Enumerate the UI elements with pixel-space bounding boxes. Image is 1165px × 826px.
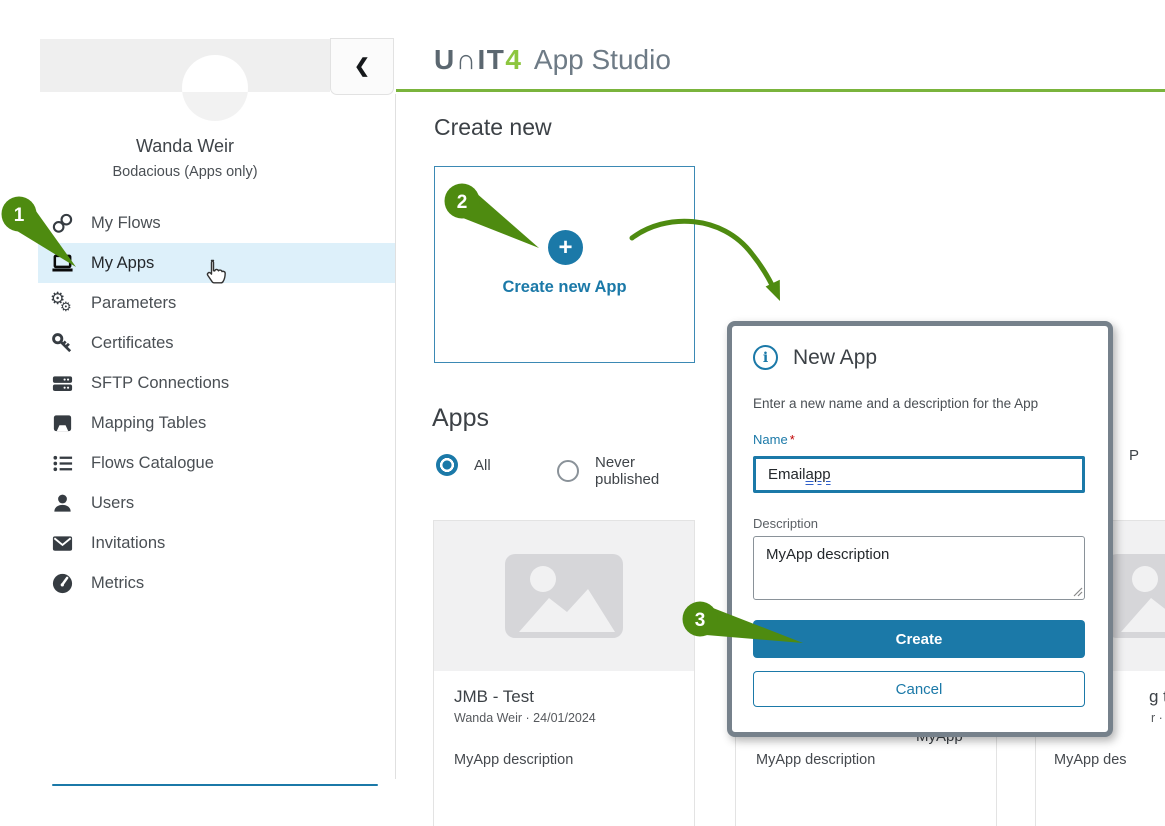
sidebar-item-mapping-tables[interactable]: Mapping Tables: [38, 403, 395, 443]
gauge-icon: [51, 572, 74, 595]
chevron-left-icon: ❮: [354, 56, 370, 77]
app-card-description: MyApp description: [454, 752, 574, 768]
create-new-heading: Create new: [434, 114, 552, 140]
app-card-meta-fragment: r ·: [1151, 711, 1163, 725]
user-icon: [51, 492, 74, 515]
description-field-label: Description: [753, 516, 819, 531]
app-card-description: MyApp des: [1054, 752, 1127, 768]
header-divider: [396, 89, 1165, 92]
sidebar-item-label: Parameters: [91, 293, 177, 312]
sidebar-item-label: My Flows: [91, 213, 161, 232]
sidebar-item-my-flows[interactable]: My Flows: [38, 203, 395, 243]
avatar[interactable]: [182, 55, 248, 121]
image-placeholder-icon: [505, 554, 623, 638]
app-card-meta: Wanda Weir · 24/01/2024: [454, 711, 596, 725]
server-icon: [51, 372, 74, 395]
app-thumbnail-placeholder: [434, 521, 694, 671]
logo-brand-text: U∩IT: [434, 44, 506, 75]
radio-selected-icon[interactable]: [436, 454, 458, 476]
sidebar-item-label: My Apps: [91, 253, 155, 272]
dialog-title: New App: [793, 345, 878, 369]
gears-icon: ⚙⚙: [50, 288, 72, 314]
name-field-label: Name*: [753, 432, 795, 447]
filter-all[interactable]: All: [436, 454, 491, 476]
create-button[interactable]: Create: [753, 620, 1085, 658]
sidebar-item-users[interactable]: Users: [38, 483, 395, 523]
description-textarea[interactable]: MyApp description: [753, 536, 1085, 600]
svg-text:3: 3: [695, 610, 706, 631]
new-app-dialog: i New App Enter a new name and a descrip…: [727, 321, 1113, 737]
sidebar-item-certificates[interactable]: Certificates: [38, 323, 395, 363]
key-icon: [51, 332, 74, 355]
app-card-title-fragment: g t: [1149, 687, 1165, 706]
apps-heading: Apps: [432, 404, 489, 432]
sidebar-bottom-accent: [52, 784, 378, 786]
sidebar-item-label: SFTP Connections: [91, 373, 230, 392]
spellcheck-underlined-word: app: [805, 466, 831, 483]
logo-four: 4: [505, 44, 521, 75]
sidebar-item-parameters[interactable]: ⚙⚙ Parameters: [38, 283, 395, 323]
plus-icon[interactable]: +: [548, 230, 583, 265]
sidebar-item-label: Certificates: [91, 333, 174, 352]
required-asterisk: *: [789, 432, 795, 447]
sidebar-menu: My Flows My Apps ⚙⚙ Parameters Certifica…: [38, 203, 395, 603]
filter-published-label-fragment[interactable]: P: [1129, 447, 1140, 464]
sidebar-item-label: Metrics: [91, 573, 145, 592]
create-new-app-card[interactable]: + Create new App: [434, 166, 695, 363]
create-new-app-label: Create new App: [502, 278, 627, 296]
mouse-cursor-hand-icon: [203, 258, 227, 291]
filter-label: Never published: [595, 454, 660, 488]
product-name: App Studio: [533, 44, 671, 75]
sidebar-item-sftp-connections[interactable]: SFTP Connections: [38, 363, 395, 403]
envelope-icon: [51, 532, 74, 555]
sidebar-item-metrics[interactable]: Metrics: [38, 563, 395, 603]
user-organization: Bodacious (Apps only): [112, 164, 258, 180]
radio-unselected-icon[interactable]: [557, 460, 579, 482]
name-input[interactable]: Email app: [753, 456, 1085, 493]
dialog-subtitle: Enter a new name and a description for t…: [753, 396, 1039, 411]
cancel-button[interactable]: Cancel: [753, 671, 1085, 707]
image-placeholder-icon: [1107, 554, 1165, 638]
svg-text:1: 1: [14, 205, 25, 226]
user-name: Wanda Weir: [135, 136, 235, 156]
sidebar-divider: [395, 94, 396, 779]
sidebar-item-label: Invitations: [91, 533, 166, 552]
laptop-icon: [51, 252, 74, 275]
dialog-header: i New App: [753, 345, 877, 370]
filter-label: All: [474, 456, 491, 474]
filter-never-published[interactable]: Never published: [557, 454, 659, 488]
sidebar-item-invitations[interactable]: Invitations: [38, 523, 395, 563]
sidebar-item-label: Users: [91, 493, 135, 512]
tray-icon: [51, 412, 74, 435]
info-icon: i: [753, 345, 778, 370]
sidebar-collapse-button[interactable]: ❮: [330, 38, 394, 95]
app-card-jmb-test[interactable]: JMB - Test Wanda Weir · 24/01/2024 MyApp…: [433, 520, 695, 826]
app-card-title: JMB - Test: [454, 687, 534, 706]
sidebar-item-label: Mapping Tables: [91, 413, 207, 432]
flows-icon: [51, 212, 74, 235]
sidebar-item-label: Flows Catalogue: [91, 453, 214, 472]
list-icon: [51, 452, 74, 475]
sidebar-item-flows-catalogue[interactable]: Flows Catalogue: [38, 443, 395, 483]
app-card-description: MyApp description: [756, 752, 876, 768]
